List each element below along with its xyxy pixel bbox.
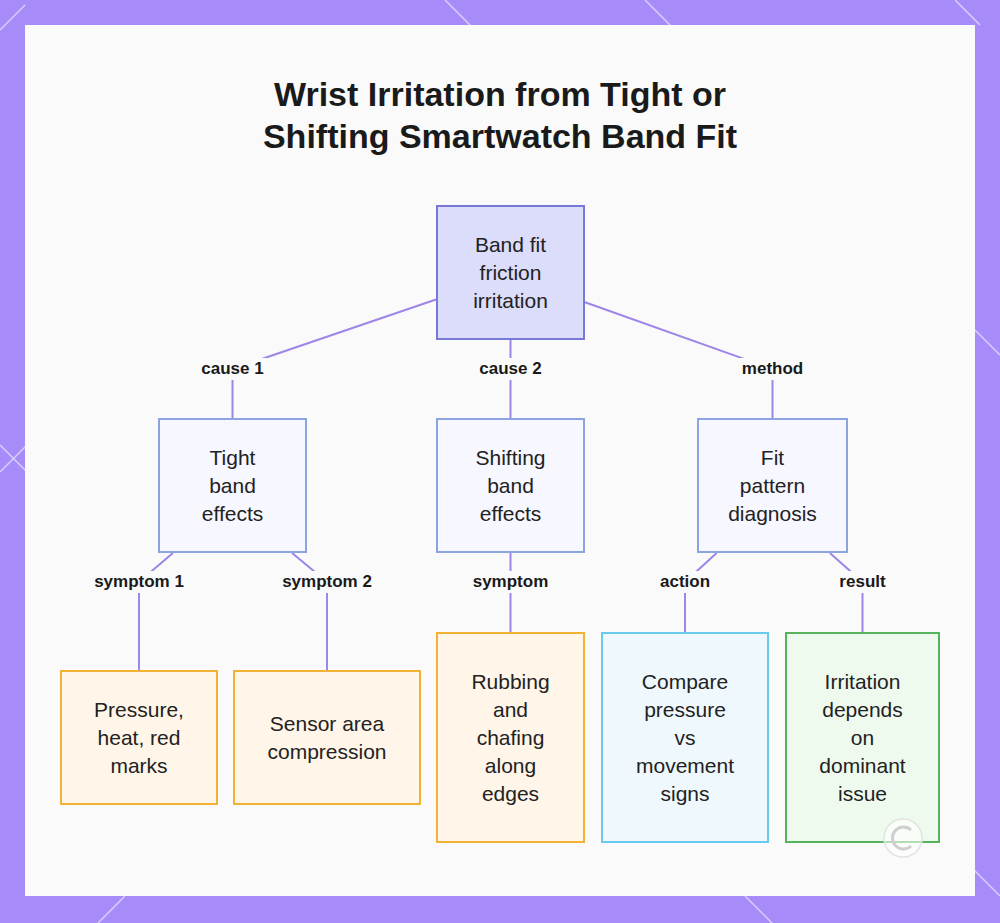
process-box: Rubbing and chafing along edges [436, 632, 585, 843]
edge-label: result [836, 571, 888, 593]
box-label: Rubbing and chafing along edges [461, 668, 561, 808]
process-box: Sensor area compression [233, 670, 421, 805]
edge-label: symptom [470, 571, 552, 593]
box-label: Sensor area compression [252, 710, 402, 766]
box-label: Compare pressure vs movement signs [635, 668, 735, 808]
edge-label: cause 1 [198, 358, 266, 380]
box-label: Fit pattern diagnosis [728, 444, 818, 528]
process-box: Fit pattern diagnosis [697, 418, 848, 553]
edge-label: symptom 2 [279, 571, 375, 593]
process-box: Irritation depends on dominant issue [785, 632, 940, 843]
process-box: Compare pressure vs movement signs [601, 632, 769, 843]
edge-label: symptom 1 [91, 571, 187, 593]
box-label: Pressure, heat, red marks [89, 696, 189, 780]
box-label: Band fit friction irritation [466, 231, 556, 315]
box-label: Tight band effects [188, 444, 278, 528]
logo-badge [884, 819, 922, 857]
box-label: Shifting band effects [466, 444, 556, 528]
process-box: Tight band effects [158, 418, 307, 553]
edge-label: cause 2 [476, 358, 544, 380]
edge-label: method [739, 358, 806, 380]
edge-label: action [657, 571, 713, 593]
process-box: Pressure, heat, red marks [60, 670, 218, 805]
diagram-title: Wrist Irritation from Tight or Shifting … [240, 73, 760, 157]
process-box: Shifting band effects [436, 418, 585, 553]
box-label: Irritation depends on dominant issue [813, 668, 913, 808]
panel [25, 25, 975, 896]
process-box: Band fit friction irritation [436, 205, 585, 340]
